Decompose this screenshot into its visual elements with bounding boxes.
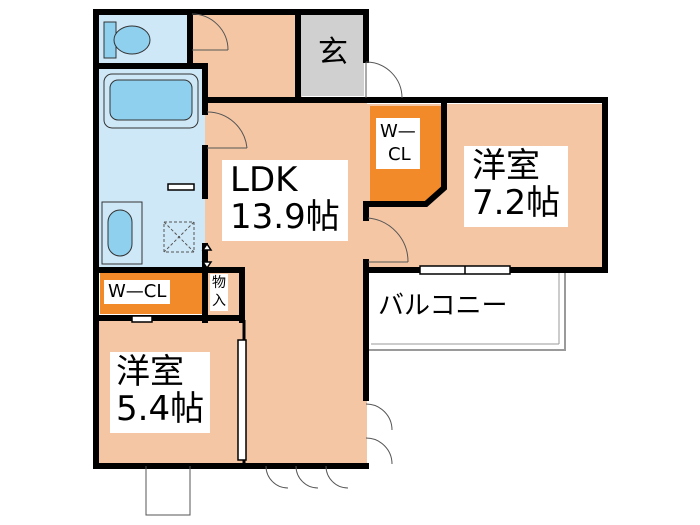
walk-in-closet-large-line2: CL [388,144,411,166]
walk-in-closet-small-text: W—CL [108,281,167,302]
washbasin-icon [101,201,143,265]
sliding-window-balcony [419,265,511,275]
washer-drain-icon [163,221,195,253]
balcony-label: バルコニー [378,292,507,321]
entrance-hall-floor [192,14,302,106]
walk-in-closet-large-label: W— CL [376,118,420,169]
western-room-large-size: 7.2帖 [472,183,561,224]
storage-line1: 物 [212,275,226,291]
balcony-floor [366,267,566,351]
genkan-label: 玄 [318,36,348,69]
genkan-label-text: 玄 [318,35,348,70]
western-room-small-name: 洋室 [116,352,184,392]
ldk-label: LDK 13.9帖 [222,160,348,241]
western-room-large-label: 洋室 7.2帖 [464,146,569,227]
storage-label: 物 入 [210,274,228,311]
western-room-large-name: 洋室 [472,146,540,186]
ldk-name: LDK [230,160,298,200]
walk-in-closet-small-label: W—CL [104,280,171,304]
western-room-small-label: 洋室 5.4帖 [110,352,211,433]
sliding-door-small-room [237,339,247,461]
walls [93,9,608,469]
ldk-size: 13.9帖 [230,197,340,238]
western-room-small-size: 5.4帖 [116,389,205,430]
balcony-text: バルコニー [378,291,508,321]
storage-line2: 入 [212,292,226,309]
door-marks [131,183,213,323]
walk-in-closet-large-line1: W— [380,121,416,142]
toilet-icon [103,21,151,59]
bathtub-icon [103,73,199,129]
door-swings [145,13,409,516]
